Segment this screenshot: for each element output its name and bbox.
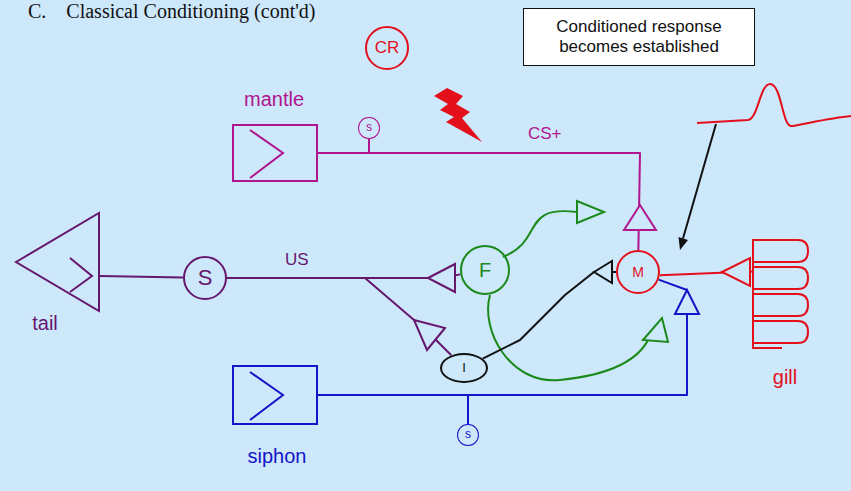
facilitator-axon (488, 295, 650, 380)
sensory-box: mantle (232, 124, 318, 182)
neuron-circle: S (183, 256, 227, 300)
node-text: CR (375, 38, 400, 58)
node-label: siphon (248, 445, 307, 468)
gill-shape: gill (752, 238, 812, 350)
sensory-box: siphon (232, 365, 318, 425)
node-label: gill (773, 366, 797, 389)
synapse-terminal (624, 205, 656, 230)
node-text: Conditioned response becomes established (539, 17, 739, 56)
node-label: tail (32, 312, 58, 335)
pointer-arrow (683, 124, 716, 239)
receptor-glyph (250, 372, 283, 420)
soma-circle: s (457, 424, 479, 447)
facilitator-axon (503, 211, 577, 257)
neuron-ellipse: I (440, 353, 488, 383)
node-text: S (198, 265, 213, 290)
synapse-terminal (722, 258, 750, 286)
node-text: F (479, 259, 491, 282)
synapse-terminal (643, 318, 668, 342)
synapse-terminal (594, 261, 612, 283)
axon-connector (227, 278, 451, 355)
receptor-glyph (250, 130, 283, 178)
outline (16, 213, 99, 311)
axon-connector (100, 276, 183, 278)
response-circle: CR (365, 26, 409, 70)
synapse-terminal (414, 320, 445, 350)
soma-stub (467, 395, 469, 424)
node-text: I (462, 361, 466, 376)
neuron-circle: M (616, 250, 660, 294)
gill-outline (752, 238, 812, 350)
neuron-circle: F (460, 245, 510, 295)
note-box: Conditioned response becomes established (523, 8, 755, 66)
axon-connector (483, 272, 616, 359)
synapse-terminal (675, 290, 699, 314)
axon-connector (318, 280, 687, 395)
axon-connector (318, 153, 640, 250)
slide-title: C. Classical Conditioning (cont'd) (28, 0, 315, 23)
synapse-terminal (428, 264, 455, 292)
pointer-arrowhead (679, 237, 689, 250)
edge-label: US (285, 250, 309, 270)
node-text: M (632, 264, 644, 280)
action-potential-trace (697, 84, 851, 126)
edge-label: CS+ (528, 124, 562, 144)
soma-circle: s (358, 117, 380, 140)
lightning-bolt (434, 88, 482, 142)
sensory-triangle: tail (15, 212, 100, 312)
triangle-outline (15, 212, 100, 312)
receptor-glyph (70, 258, 92, 292)
soma-stub (368, 139, 370, 153)
outline (753, 240, 808, 348)
node-text: s (465, 428, 471, 442)
synapse-terminal (577, 201, 604, 223)
node-label: mantle (244, 88, 304, 111)
node-text: s (366, 121, 372, 135)
